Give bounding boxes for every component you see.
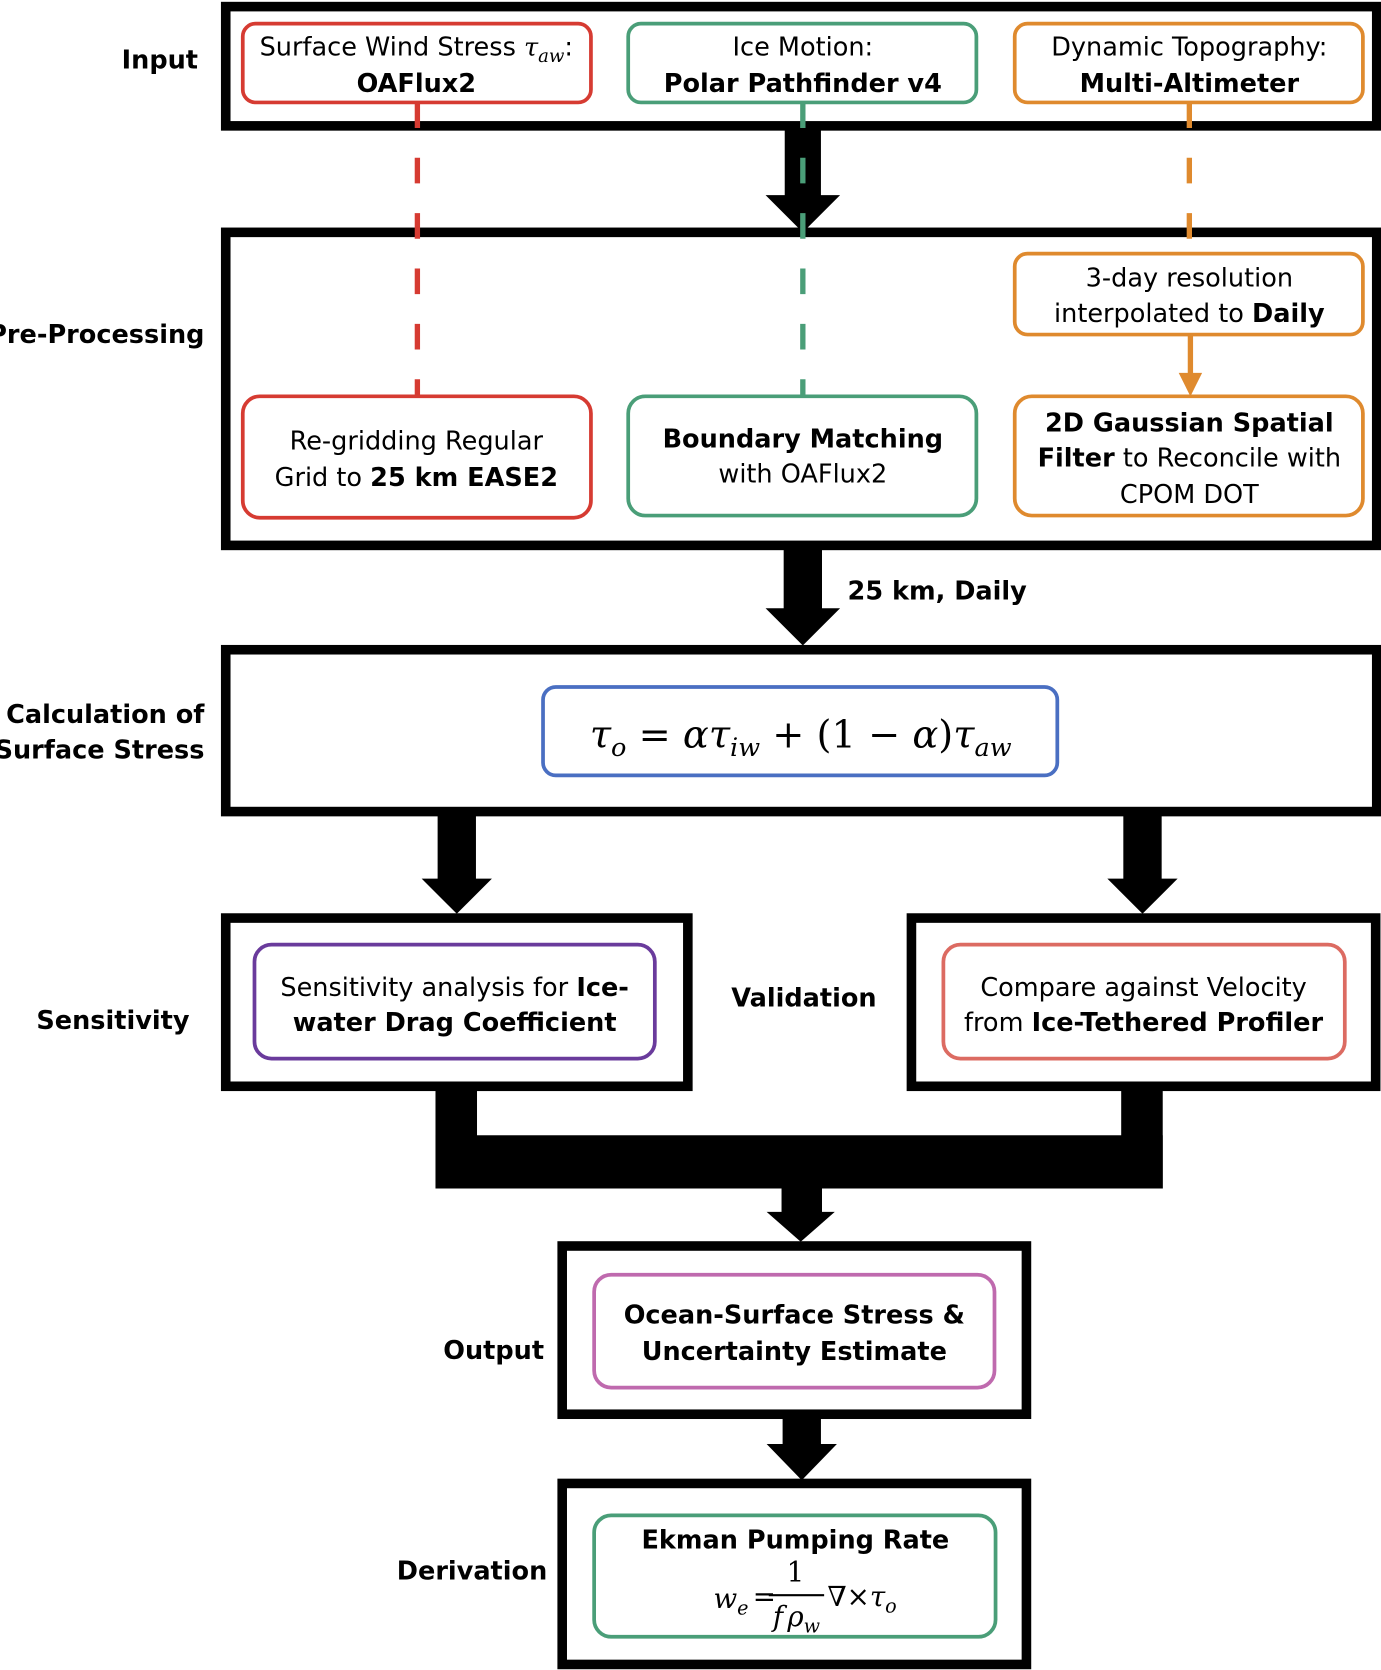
input-node-dynamic-topography: Dynamic Topography: Multi-Altimeter: [1012, 21, 1365, 105]
stage-label-input: Input: [122, 45, 198, 75]
node-gaussian-filter: 2D Gaussian Spatial Filter to Reconcile …: [1012, 394, 1365, 518]
svg-text:2D Gaussian Spatial: 2D Gaussian Spatial: [1045, 408, 1334, 438]
svg-text:Ekman Pumping Rate: Ekman Pumping Rate: [641, 1525, 949, 1555]
stage-label-validation: Validation: [731, 983, 876, 1013]
arrow-calculation-to-validation: [1107, 811, 1178, 914]
svg-text:OAFlux2: OAFlux2: [357, 69, 476, 99]
stage-label-calculation: Calculation of: [6, 700, 205, 730]
svg-text:Surface Wind Stress τaw:: Surface Wind Stress τaw:: [260, 33, 573, 67]
svg-text:Polar Pathfinder v4: Polar Pathfinder v4: [664, 69, 942, 99]
stage-label-output: Output: [443, 1336, 544, 1366]
node-validation-comparison: Compare against Velocity from Ice-Tether…: [941, 942, 1347, 1061]
svg-text:Boundary Matching: Boundary Matching: [663, 424, 944, 454]
svg-text:=: =: [753, 1580, 776, 1613]
stage-label-calculation-2: Surface Stress: [0, 735, 204, 765]
stage-label-preprocessing: Pre-Processing: [0, 320, 204, 350]
svg-text:Ice Motion:: Ice Motion:: [733, 33, 874, 63]
input-node-ice-motion: Ice Motion: Polar Pathfinder v4: [626, 21, 979, 105]
svg-text:Filter to Reconcile with: Filter to Reconcile with: [1038, 444, 1341, 474]
svg-text:3-day resolution: 3-day resolution: [1086, 264, 1293, 294]
node-regridding: Re-gridding Regular Grid to 25 km EASE2: [240, 394, 593, 520]
svg-text:τo = ατiw + (1 − α)τaw: τo = ατiw + (1 − α)τaw: [590, 713, 1012, 764]
svg-text:Uncertainty Estimate: Uncertainty Estimate: [642, 1337, 947, 1367]
svg-text:Re-gridding Regular: Re-gridding Regular: [290, 427, 544, 457]
svg-text:Multi-Altimeter: Multi-Altimeter: [1080, 69, 1300, 99]
arrow-label-resolution: 25 km, Daily: [848, 577, 1028, 607]
input-node-wind-stress: Surface Wind Stress τaw: OAFlux2: [240, 21, 593, 105]
stage-label-sensitivity: Sensitivity: [36, 1006, 189, 1036]
svg-text:∇×τo: ∇×τo: [827, 1580, 896, 1617]
svg-text:CPOM DOT: CPOM DOT: [1120, 480, 1259, 510]
svg-text:water Drag Coefficient: water Drag Coefficient: [293, 1008, 617, 1038]
svg-text:Compare against Velocity: Compare against Velocity: [980, 973, 1306, 1003]
node-interpolation: 3-day resolution interpolated to Daily: [1012, 251, 1365, 337]
merge-connector: [435, 1086, 1163, 1242]
node-output: Ocean-Surface Stress & Uncertainty Estim…: [592, 1272, 997, 1390]
node-boundary-matching: Boundary Matching with OAFlux2: [626, 394, 979, 518]
node-sensitivity-analysis: Sensitivity analysis for Ice- water Drag…: [252, 942, 657, 1061]
svg-text:with OAFlux2: with OAFlux2: [718, 460, 887, 490]
svg-text:Grid to 25 km EASE2: Grid to 25 km EASE2: [275, 463, 558, 493]
arrow-calculation-to-sensitivity: [421, 811, 492, 914]
svg-text:from Ice-Tethered Profiler: from Ice-Tethered Profiler: [964, 1008, 1323, 1038]
arrow-preprocessing-to-calculation: [765, 545, 841, 646]
stage-label-derivation: Derivation: [397, 1556, 548, 1586]
arrow-interp-to-gaussian: [1178, 334, 1203, 397]
svg-text:we: we: [713, 1582, 748, 1619]
arrow-output-to-derivation: [766, 1414, 837, 1481]
svg-text:1: 1: [787, 1555, 805, 1588]
svg-text:Sensitivity analysis for Ice-: Sensitivity analysis for Ice-: [280, 973, 629, 1003]
svg-text:Dynamic Topography:: Dynamic Topography:: [1051, 33, 1327, 63]
equation-box: τo = ατiw + (1 − α)τaw: [541, 685, 1060, 778]
svg-text:Ocean-Surface Stress &: Ocean-Surface Stress &: [624, 1301, 965, 1331]
svg-text:interpolated to Daily: interpolated to Daily: [1054, 299, 1325, 329]
